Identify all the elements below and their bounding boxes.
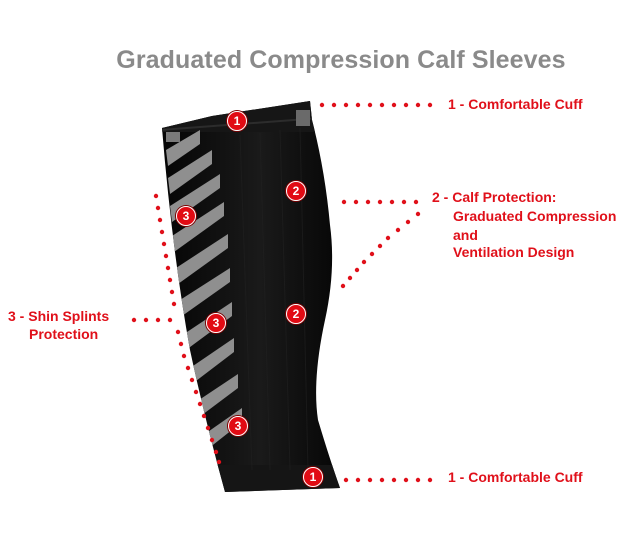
marker-shin-upper: 3: [176, 206, 196, 226]
marker-calf-lower: 2: [286, 304, 306, 324]
callout-calf-line3: and: [453, 227, 478, 243]
callout-shin-line2: Protection: [29, 326, 99, 342]
leader-cuff-bottom: [343, 477, 433, 483]
callout-cuff-top: 1 - Comfortable Cuff: [448, 96, 583, 112]
leader-calf: [340, 199, 421, 289]
marker-cuff-top: 1: [227, 111, 247, 131]
callout-calf-line4: Ventilation Design: [453, 244, 575, 260]
callout-calf-title: 2 - Calf Protection:: [432, 189, 557, 205]
callout-calf-line2: Graduated Compression: [453, 208, 617, 224]
leader-cuff-top: [319, 102, 433, 108]
leader-shin: [131, 193, 222, 465]
bottom-cuff-band: [200, 465, 340, 492]
marker-shin-middle: 3: [206, 313, 226, 333]
callout-cuff-bottom: 1 - Comfortable Cuff: [448, 469, 583, 485]
marker-shin-lower: 3: [228, 416, 248, 436]
marker-cuff-bottom: 1: [303, 467, 323, 487]
marker-calf-upper: 2: [286, 181, 306, 201]
diagram-title: Graduated Compression Calf Sleeves: [116, 46, 566, 74]
callout-shin-title: 3 - Shin Splints: [8, 308, 110, 324]
